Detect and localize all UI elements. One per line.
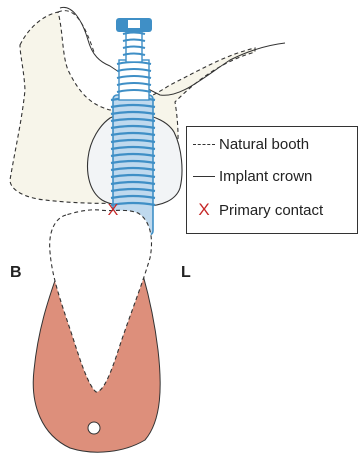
x-mark-icon: X [191,204,217,216]
maxillary-root-line [58,11,95,55]
lingual-label: L [181,264,191,282]
solid-line-icon [191,170,217,182]
dashed-line-icon [191,138,217,150]
legend-box: Natural booth Implant crown X Primary co… [186,126,358,234]
legend-label-primary-contact: Primary contact [219,202,323,219]
legend-item-implant-crown: Implant crown [191,165,312,187]
legend-label-implant-crown: Implant crown [219,168,312,185]
alveolar-canal [88,422,100,434]
legend-item-natural-tooth: Natural booth [191,133,309,155]
legend-label-natural-tooth: Natural booth [219,136,309,153]
primary-contact-marker: X [108,202,119,219]
buccal-label: B [10,264,22,282]
legend-item-primary-contact: X Primary contact [191,199,323,221]
